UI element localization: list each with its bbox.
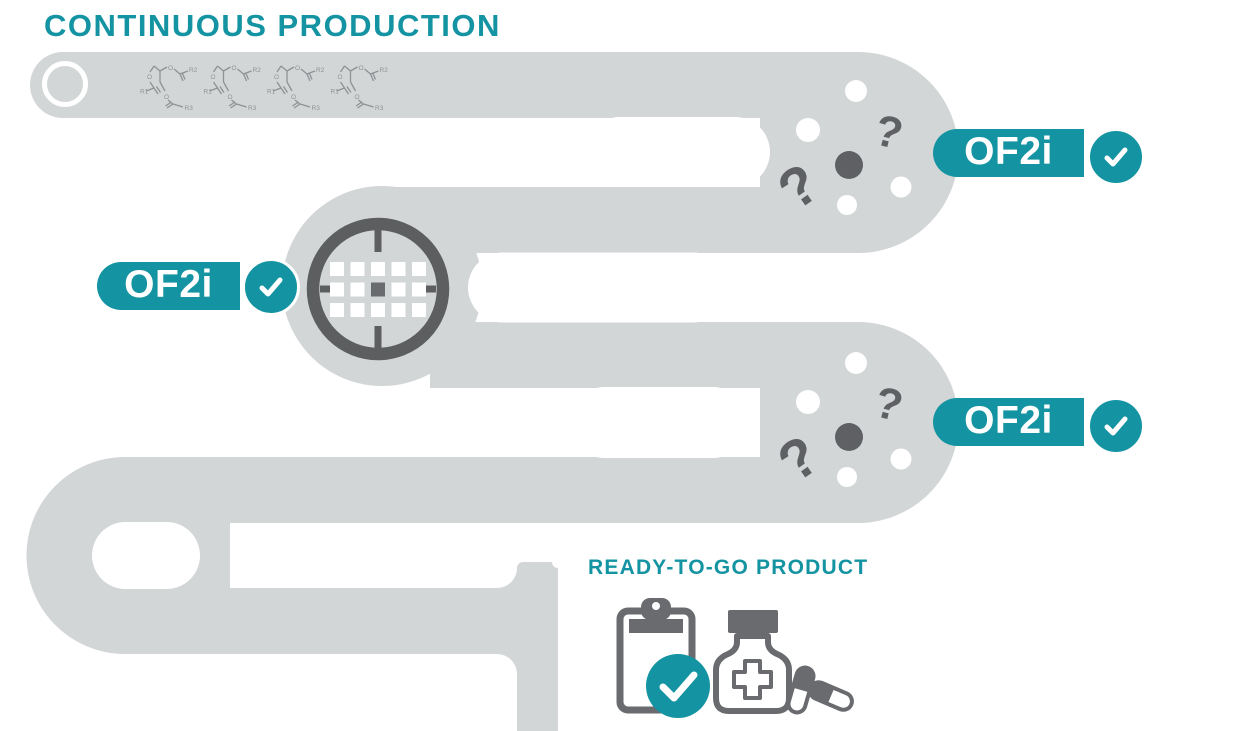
- tube-outlet-down: [497, 562, 558, 731]
- molecule-atom-label: O: [274, 74, 279, 81]
- clipboard-icon: [616, 598, 710, 718]
- molecule-atom-label: O: [359, 65, 364, 72]
- molecule-icon: O O O R1 R2 R3: [140, 65, 198, 112]
- molecule-r-label: R1: [331, 89, 340, 96]
- focused-particle-square: [371, 282, 385, 297]
- tube-row-4: [120, 457, 860, 523]
- of2i-badge-top: OF2i: [933, 129, 1084, 177]
- product-icons: [616, 598, 854, 718]
- molecule-r-label: R2: [316, 67, 325, 74]
- inlet-ring-icon: [42, 61, 88, 107]
- particle-dot-dark: [835, 423, 863, 451]
- molecule-atom-label: O: [295, 65, 300, 72]
- crosshair-ring: [306, 217, 450, 361]
- of2i-check-middle: [242, 258, 300, 316]
- molecule-icon: O O O R1 R2 R3: [267, 65, 325, 112]
- page-title: CONTINUOUS PRODUCTION: [44, 8, 501, 43]
- capsule-icon: [808, 680, 854, 712]
- of2i-check-bottom: [1087, 397, 1145, 455]
- molecule-r-label: R2: [380, 67, 389, 74]
- particle-dot-white: [837, 195, 857, 215]
- particle-dot-white: [890, 176, 912, 198]
- medical-cross-icon: [732, 659, 773, 700]
- particle-dot-white: [796, 118, 820, 142]
- particle-dot-white: [845, 80, 867, 102]
- serpentine-tube: [26, 52, 959, 731]
- molecule-r-label: R3: [248, 105, 257, 112]
- molecule-atom-label: O: [147, 74, 152, 81]
- notch-4: [92, 522, 200, 589]
- tube-notches: [92, 117, 770, 589]
- of2i-badge-middle: OF2i: [97, 262, 240, 310]
- notch-1: [585, 117, 770, 187]
- molecule-r-label: R1: [267, 89, 276, 96]
- notch-3: [570, 387, 748, 458]
- crosshair-particle-grid: [330, 262, 426, 317]
- molecule-r-label: R1: [140, 89, 149, 96]
- crosshair-ticks: [320, 230, 436, 348]
- particle-dot-white: [890, 448, 912, 470]
- molecule-r-label: R3: [185, 105, 194, 112]
- notch-2: [468, 252, 728, 323]
- molecule-atom-label: O: [164, 94, 169, 101]
- tube-row-5: [125, 588, 517, 654]
- particle-dot-white: [796, 390, 820, 414]
- molecule-atom-label: O: [232, 65, 237, 72]
- molecule-atom-label: O: [355, 94, 360, 101]
- molecule-r-label: R3: [312, 105, 321, 112]
- molecule-atom-label: O: [228, 94, 233, 101]
- particle-dot-white: [845, 352, 867, 374]
- check-icon: [659, 671, 698, 702]
- approved-check-circle: [646, 654, 710, 718]
- molecule-r-label: R2: [189, 67, 198, 74]
- molecule-atom-label: O: [338, 74, 343, 81]
- molecule-r-label: R2: [253, 67, 262, 74]
- check-icon: [259, 277, 283, 297]
- molecule-icon: O O O R1 R2 R3: [204, 65, 262, 112]
- check-icon: [1104, 416, 1128, 436]
- product-section-title: READY-TO-GO PRODUCT: [588, 556, 869, 579]
- medicine-bottle-icon: [713, 610, 792, 714]
- capsule-icon: [786, 665, 816, 715]
- molecule-icon: O O O R1 R2 R3: [331, 65, 389, 112]
- molecule-atom-label: O: [291, 94, 296, 101]
- molecule-icons: O O O R1 R2 R3 O O O R1 R2 R3: [140, 65, 388, 112]
- particle-dot-dark: [835, 151, 863, 179]
- molecule-atom-label: O: [168, 65, 173, 72]
- particle-dot-white: [837, 467, 857, 487]
- tube-row-1: [30, 52, 860, 118]
- molecule-atom-label: O: [211, 74, 216, 81]
- of2i-check-top: [1087, 128, 1145, 186]
- molecule-r-label: R1: [204, 89, 213, 96]
- check-icon: [1104, 147, 1128, 167]
- molecule-r-label: R3: [375, 105, 384, 112]
- laser-focus-crosshair-icon: [306, 217, 450, 361]
- of2i-badge-bottom: OF2i: [933, 398, 1084, 446]
